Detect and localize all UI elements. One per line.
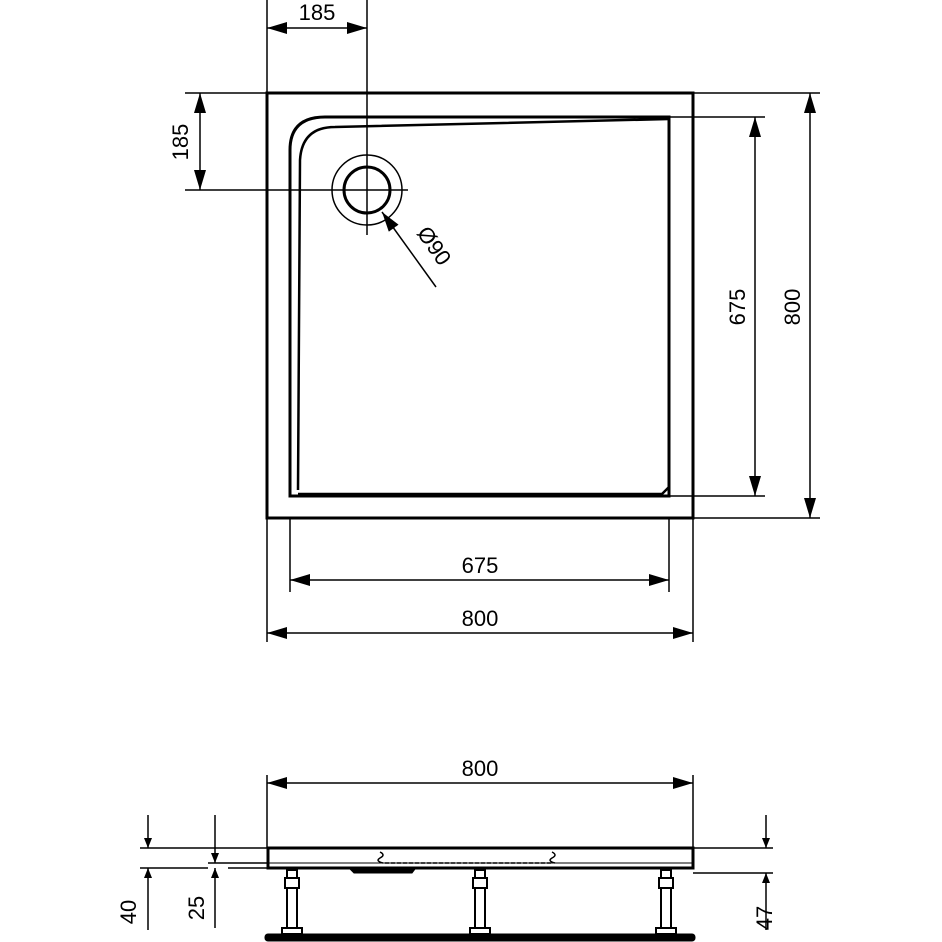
leg bbox=[655, 869, 677, 935]
dim-rim-height: 25 bbox=[184, 896, 209, 920]
dim-outer-width: 800 bbox=[462, 606, 499, 631]
tray-side-profile bbox=[266, 846, 695, 870]
dim-outer-height: 800 bbox=[780, 289, 805, 326]
basin-outer-edge bbox=[288, 115, 671, 498]
dim-drain-offset-x: 185 bbox=[299, 0, 336, 25]
dim-drain-offset-y: 185 bbox=[168, 124, 193, 161]
floor-base bbox=[264, 933, 696, 942]
side-view bbox=[140, 775, 773, 942]
dim-side-height-left: 40 bbox=[116, 900, 141, 924]
dimensions-top-view bbox=[185, 0, 820, 642]
legs bbox=[281, 869, 677, 935]
dim-side-height-right: 47 bbox=[752, 906, 777, 930]
dim-inner-height: 675 bbox=[725, 289, 750, 326]
leg bbox=[469, 869, 491, 935]
top-view bbox=[185, 0, 695, 520]
tray-outline bbox=[265, 91, 695, 520]
dim-inner-width: 675 bbox=[462, 553, 499, 578]
leg bbox=[281, 869, 303, 935]
drain-body bbox=[348, 868, 416, 874]
dim-side-width: 800 bbox=[462, 756, 499, 781]
basin-inner-edge bbox=[296, 117, 670, 496]
